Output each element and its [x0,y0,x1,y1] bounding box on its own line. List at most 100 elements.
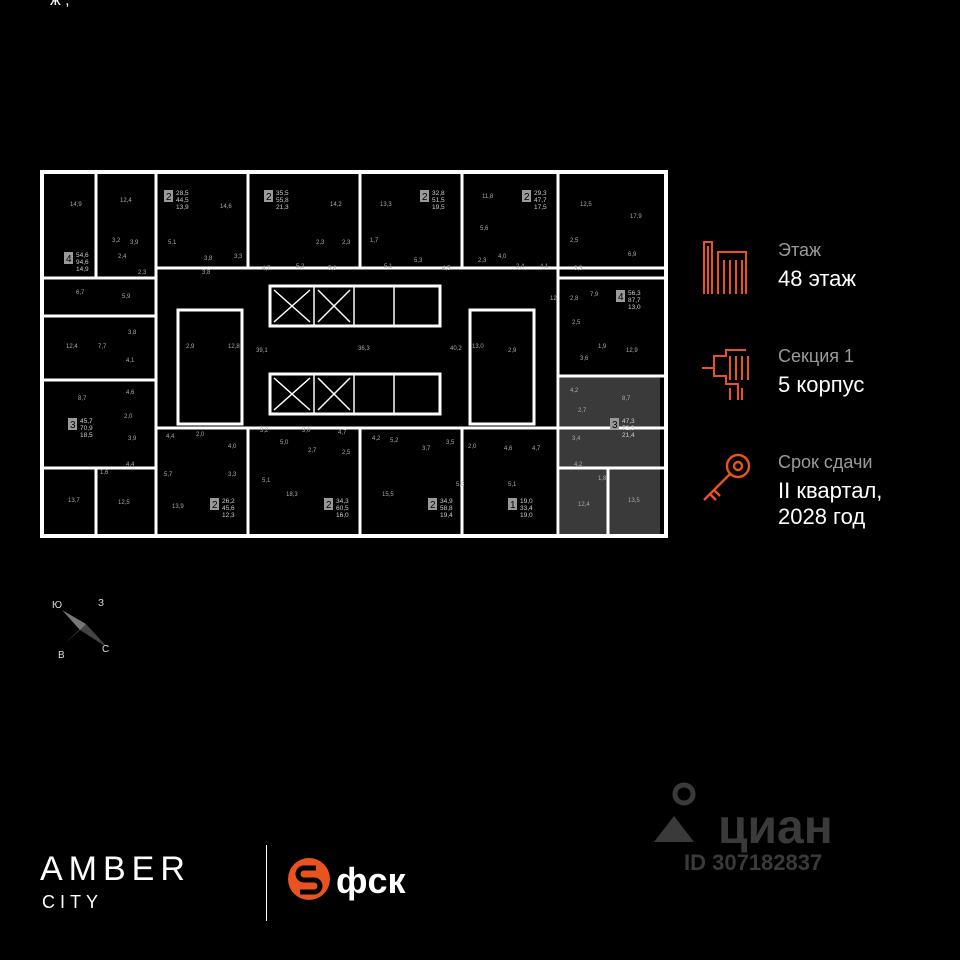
room-area-label: 5,1 [508,482,517,488]
room-area-label: 2,3 [316,240,325,246]
apartment-area: 17,5 [534,204,547,211]
room-area-label: 3,3 [574,266,583,272]
room-area-label: 3,8 [128,330,137,336]
room-area-label: 2,0 [196,432,205,438]
room-area-label: 2,8 [570,296,579,302]
room-area-label: 4,6 [126,390,135,396]
room-count-box [522,190,531,202]
apartment-area: 47,3 [622,418,635,425]
cian-watermark: циан ID 307182837 [650,780,890,890]
apartment-area: 55,8 [276,197,289,204]
apartment-area: 28,5 [176,190,189,197]
fsk-emblem-icon [288,858,330,900]
room-count: 2 [266,192,272,203]
room-area-label: 1,7 [370,238,379,244]
room-area-label: 36,3 [358,346,370,352]
compass-icon: Ю З В С [52,598,109,660]
room-area-label: 3,6 [580,356,589,362]
room-area-label: 13,7 [68,498,80,504]
key-icon [703,453,751,501]
room-area-label: 13,3 [380,202,392,208]
room-area-label: 5,3 [456,482,465,488]
room-area-label: 2,7 [308,448,317,454]
room-count-box [210,498,219,510]
apartment-area: 34,3 [336,498,349,505]
deadline-line-1: II квартал, [778,478,883,503]
room-area-label: 12,4 [578,502,590,508]
room-count: 3 [70,420,76,431]
apartment-area: 56,3 [628,290,641,297]
room-area-label: 3,7 [422,446,431,452]
room-area-label: 5,2 [390,438,399,444]
room-area-label: 5,8 [328,266,337,272]
room-count-box [616,290,625,302]
room-area-label: 12,8 [228,344,240,350]
room-area-label: 4,2 [570,388,579,394]
room-area-label: 12 [550,296,557,302]
room-area-label: 2,4 [118,254,127,260]
apartment-area: 14,9 [76,266,89,273]
apartment-area: 18,5 [80,432,93,439]
header-fragment: ж , [50,0,70,9]
cian-pin-icon [654,782,696,842]
compass-label-n: Ю [52,600,62,611]
room-area-label: 4,7 [262,266,271,272]
room-area-label: 4,4 [166,434,175,440]
apartment-area: 51,5 [432,197,445,204]
room-count-box [68,418,77,430]
compass-label-e: З [98,598,104,609]
room-area-label: 3,8 [202,270,211,276]
room-area-label: 3,9 [130,240,139,246]
apartment-area: 87,7 [628,297,641,304]
room-count: 1 [510,500,516,511]
room-count-box [324,498,333,510]
room-count: 2 [326,500,332,511]
room-area-label: 2,5 [342,450,351,456]
room-area-label: 12,5 [580,202,592,208]
apartment-area: 19,4 [440,512,453,519]
room-area-label: 4,4 [126,462,135,468]
room-area-label: 5,7 [164,472,173,478]
brand-divider [266,845,267,921]
apartment-area: 34,9 [440,498,453,505]
room-area-label: 6,7 [76,290,85,296]
room-area-label: 39,1 [256,348,268,354]
room-area-label: 1,6 [100,470,109,476]
deadline-label: Срок сдачи [778,452,873,472]
apartment-area: 32,8 [432,190,445,197]
room-area-label: 2,0 [468,444,477,450]
apartment-area: 94,6 [76,259,89,266]
apartment-area: 35,5 [276,190,289,197]
room-area-label: 3,9 [128,436,137,442]
watermark-id: ID 307182837 [684,850,823,875]
room-area-label: 8,7 [622,396,631,402]
room-count: 2 [166,192,172,203]
room-area-label: 18,3 [286,492,298,498]
room-area-label: 13,5 [628,498,640,504]
room-area-label: 4,0 [228,444,237,450]
room-area-label: 5,9 [122,294,131,300]
stairs-section-icon [702,349,749,400]
room-area-label: 4,1 [126,358,135,364]
brand-sub: CITY [42,892,104,912]
floor-value: 48 этаж [778,266,857,291]
room-area-label: 6,9 [628,252,637,258]
apartment-area: 54,6 [76,252,89,259]
room-area-label: 12,9 [626,348,638,354]
room-area-label: 12,4 [66,344,78,350]
apartment-area: 13,9 [176,204,189,211]
compass-label-s: С [102,644,109,655]
